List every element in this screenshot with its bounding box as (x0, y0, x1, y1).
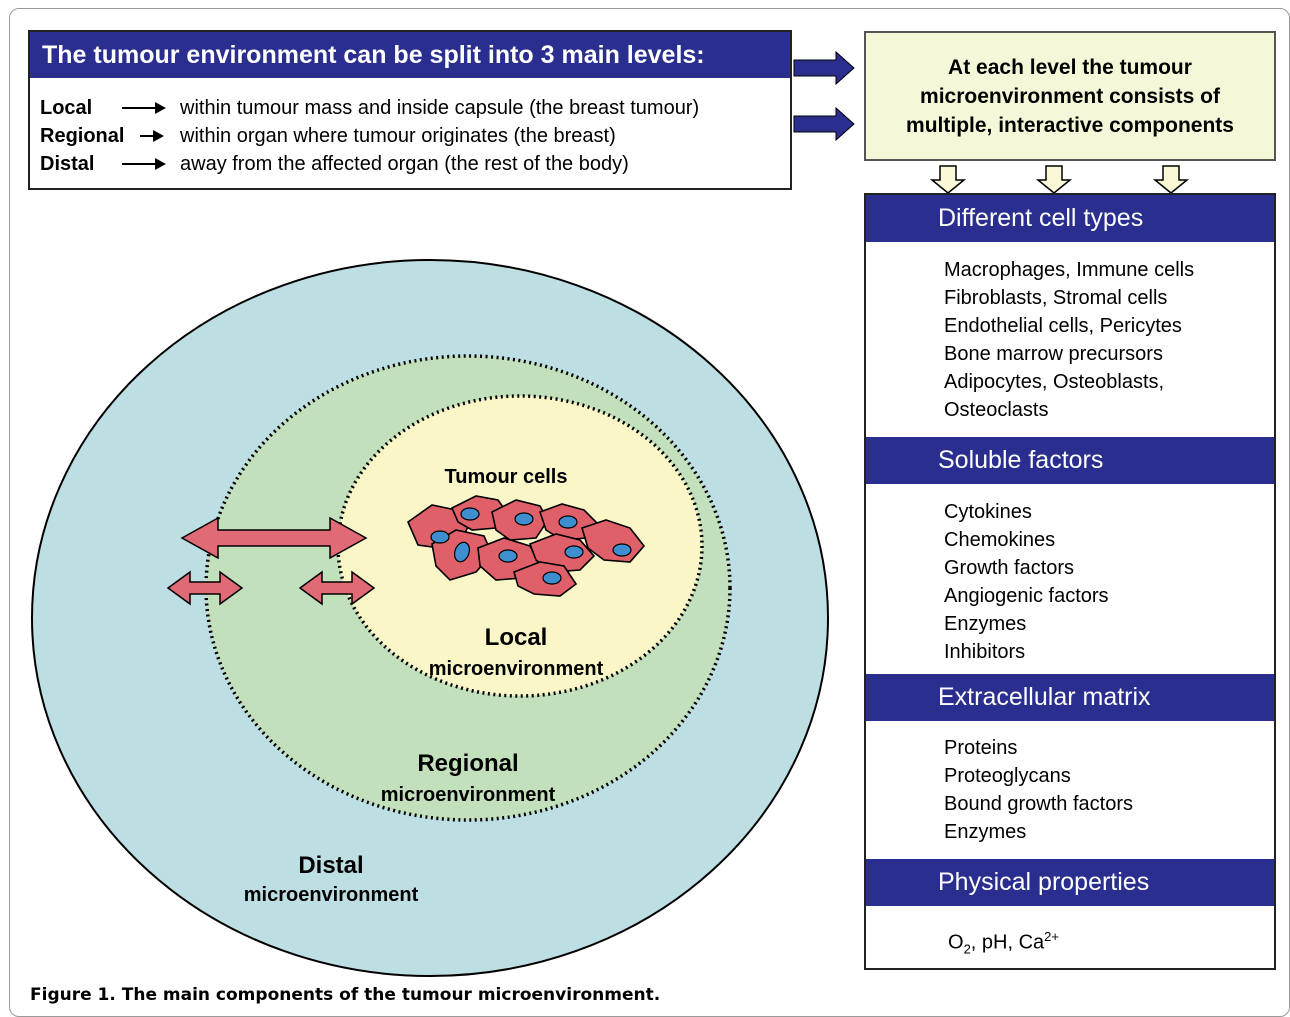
list-item: Proteins (944, 737, 1018, 759)
list-item: Fibroblasts, Stromal cells (944, 287, 1168, 309)
physical-properties-values: O2, pH, Ca2+ (948, 923, 1059, 964)
tumour-cells-label: Tumour cells (444, 466, 568, 488)
list-item: Proteoglycans (944, 765, 1071, 787)
calcium-superscript: 2+ (1044, 929, 1059, 944)
summary-line: multiple, interactive components (906, 113, 1234, 137)
list-item: Cytokines (944, 501, 1032, 523)
level-description: within organ where tumour originates (th… (180, 125, 616, 147)
distal-title: Distal (298, 852, 364, 879)
level-name: Regional (40, 125, 125, 147)
list-item: Chemokines (944, 529, 1056, 551)
distal-subtitle: microenvironment (243, 884, 419, 906)
right-arrow-icon (793, 50, 855, 86)
list-item: Inhibitors (944, 641, 1026, 663)
list-item: Endothelial cells, Pericytes (944, 315, 1182, 337)
oxygen-subscript: 2 (963, 941, 971, 957)
list-item: Osteoclasts (944, 399, 1049, 421)
right-arrow-icon (122, 158, 166, 170)
list-item: Enzymes (944, 821, 1027, 843)
levels-header: The tumour environment can be split into… (30, 32, 790, 78)
cell-types-header: Different cell types (866, 195, 1274, 242)
ph-calcium-text: , pH, Ca (970, 931, 1045, 954)
right-arrow-icon (140, 130, 164, 142)
local-title: Local (484, 624, 548, 651)
list-item: Angiogenic factors (944, 585, 1109, 607)
figure-caption: Figure 1. The main components of the tum… (30, 985, 661, 1005)
down-arrow-icon (929, 165, 967, 194)
right-arrow-icon (793, 106, 855, 142)
components-panel: Different cell types Macrophages, Immune… (864, 193, 1276, 970)
level-name: Distal (40, 153, 95, 175)
oxygen-symbol: O (948, 931, 964, 954)
list-item: Bound growth factors (944, 793, 1133, 815)
double-arrow-left (166, 570, 244, 606)
list-item: Adipocytes, Osteoblasts, (944, 371, 1165, 393)
list-item: Growth factors (944, 557, 1075, 579)
down-arrow-icon (1035, 165, 1073, 194)
list-item: Bone marrow precursors (944, 343, 1163, 365)
soluble-factors-header: Soluble factors (866, 437, 1274, 484)
list-item: Enzymes (944, 613, 1027, 635)
extracellular-matrix-header: Extracellular matrix (866, 674, 1274, 721)
list-item: Macrophages, Immune cells (944, 259, 1195, 281)
right-arrow-icon (122, 102, 166, 114)
levels-box: The tumour environment can be split into… (28, 30, 792, 190)
physical-properties-header: Physical properties (866, 859, 1274, 906)
double-arrow-right (298, 570, 376, 606)
summary-line: microenvironment consists of (920, 84, 1220, 108)
level-name: Local (40, 97, 93, 119)
local-subtitle: microenvironment (428, 658, 604, 680)
level-description: away from the affected organ (the rest o… (180, 153, 629, 175)
summary-box: At each level the tumour microenvironmen… (864, 31, 1276, 161)
nuclei (430, 507, 632, 585)
regional-title: Regional (417, 750, 519, 777)
summary-line: At each level the tumour (948, 55, 1192, 79)
down-arrow-icon (1152, 165, 1190, 194)
regional-subtitle: microenvironment (380, 784, 556, 806)
level-description: within tumour mass and inside capsule (t… (180, 97, 700, 119)
double-arrow-large (180, 516, 368, 560)
